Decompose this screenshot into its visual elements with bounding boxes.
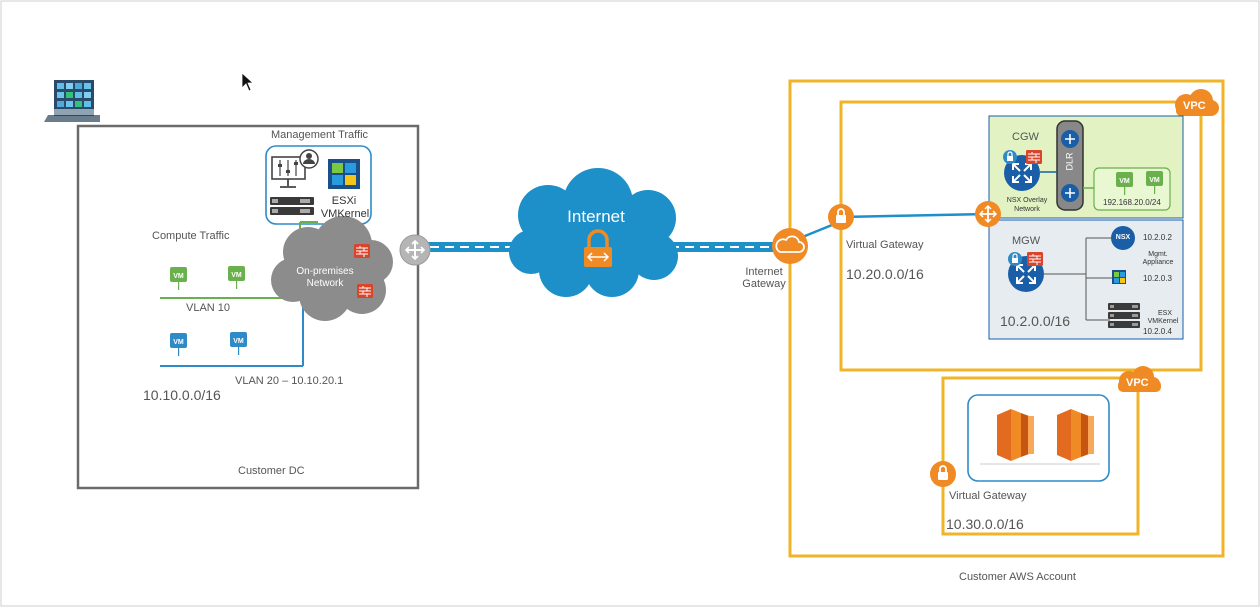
cgw-lock-icon — [1003, 150, 1017, 164]
vpc-1-link — [840, 212, 989, 219]
internet-gateway-label-2: Gateway — [742, 278, 786, 290]
nsx-badge: NSX — [1115, 234, 1131, 241]
ip-esx: 10.2.0.4 — [1143, 327, 1172, 336]
customer-dc-box — [76, 124, 420, 490]
mgw-label: MGW — [1012, 235, 1041, 247]
vlan10-label: VLAN 10 — [186, 302, 231, 314]
mgw-lock-icon — [1008, 252, 1022, 266]
vmkernel-label: VMKernel — [320, 208, 370, 220]
mgmt-label-2: Appliance — [1142, 259, 1174, 266]
on-premises-router-icon — [399, 234, 431, 266]
internet-label: Internet — [567, 207, 625, 226]
vpc-badge-icon — [1175, 89, 1219, 116]
cgw-firewall-icon — [1025, 149, 1043, 165]
on-premises-network-label-1: On-premises — [296, 266, 354, 277]
firewall-icon — [353, 243, 371, 259]
nsx-overlay-label-1: NSX Overlay — [1006, 197, 1048, 204]
datacenter-icon — [44, 80, 100, 122]
esx-host-icon — [1108, 303, 1140, 328]
on-premises-network-label-2: Network — [306, 278, 344, 289]
ec2-instance-icon — [997, 409, 1034, 461]
esx-label-1: ESX — [1157, 310, 1172, 317]
mouse-cursor-icon — [241, 72, 255, 92]
vpc-1-virtual-gateway-label: Virtual Gateway — [846, 239, 924, 251]
internet-gateway-label-1: Internet — [745, 266, 783, 278]
esx-label-2: VMKernel — [1147, 318, 1179, 325]
nsx-overlay-label-2: Network — [1014, 206, 1040, 213]
dlr-label: DLR — [1064, 152, 1075, 171]
vpc-1-cidr: 10.20.0.0/16 — [846, 266, 924, 282]
vpc-1-badge-label: VPC — [1183, 100, 1206, 112]
mgw-links — [1044, 237, 1112, 321]
vpn-lock-icon — [584, 229, 612, 267]
mgw-cidr: 10.2.0.0/16 — [1000, 313, 1071, 329]
cgw-subnet-label: 192.168.20.0/24 — [1103, 198, 1161, 207]
vpc-2-cidr: 10.30.0.0/16 — [946, 516, 1024, 532]
on-premises-cidr: 10.10.0.0/16 — [143, 387, 221, 403]
vpc-2-box — [941, 376, 1140, 536]
igw-vgw-link — [799, 223, 833, 240]
vpc-badge-icon — [1118, 366, 1161, 392]
edge-router-icon — [975, 201, 1001, 227]
on-premises-network-cloud — [271, 216, 393, 321]
vlan20-label: VLAN 20 – 10.10.20.1 — [235, 375, 344, 387]
ec2-instance-icon — [1057, 409, 1094, 461]
virtual-gateway-lock-icon — [827, 203, 855, 231]
management-panel — [265, 145, 372, 225]
nsx-manager-icon — [1111, 226, 1135, 250]
vcenter-appliance-icon — [1112, 270, 1126, 284]
esxi-label: ESXi — [331, 195, 357, 207]
ip-nsx: 10.2.0.2 — [1143, 233, 1172, 242]
cgw-label: CGW — [1012, 131, 1039, 143]
vpc-1-box — [839, 100, 1203, 372]
vpc-2-virtual-gateway-label: Virtual Gateway — [949, 490, 1027, 502]
vpc-2-badge-label: VPC — [1126, 377, 1149, 389]
dlr-router-icon — [1061, 130, 1079, 202]
virtual-gateway-lock-icon — [929, 460, 957, 488]
compute-traffic-label: Compute Traffic — [152, 230, 230, 242]
management-traffic-label: Management Traffic — [271, 129, 369, 141]
customer-dc-label: Customer DC — [238, 465, 305, 477]
aws-account-box — [788, 79, 1225, 558]
mgw-firewall-icon — [1026, 251, 1044, 267]
internet-cloud — [509, 168, 678, 297]
internet-gateway-icon — [772, 228, 808, 264]
mgmt-label-1: Mgmt. — [1148, 251, 1168, 258]
aws-account-label: Customer AWS Account — [959, 571, 1076, 583]
ip-mgmt: 10.2.0.3 — [1143, 274, 1172, 283]
